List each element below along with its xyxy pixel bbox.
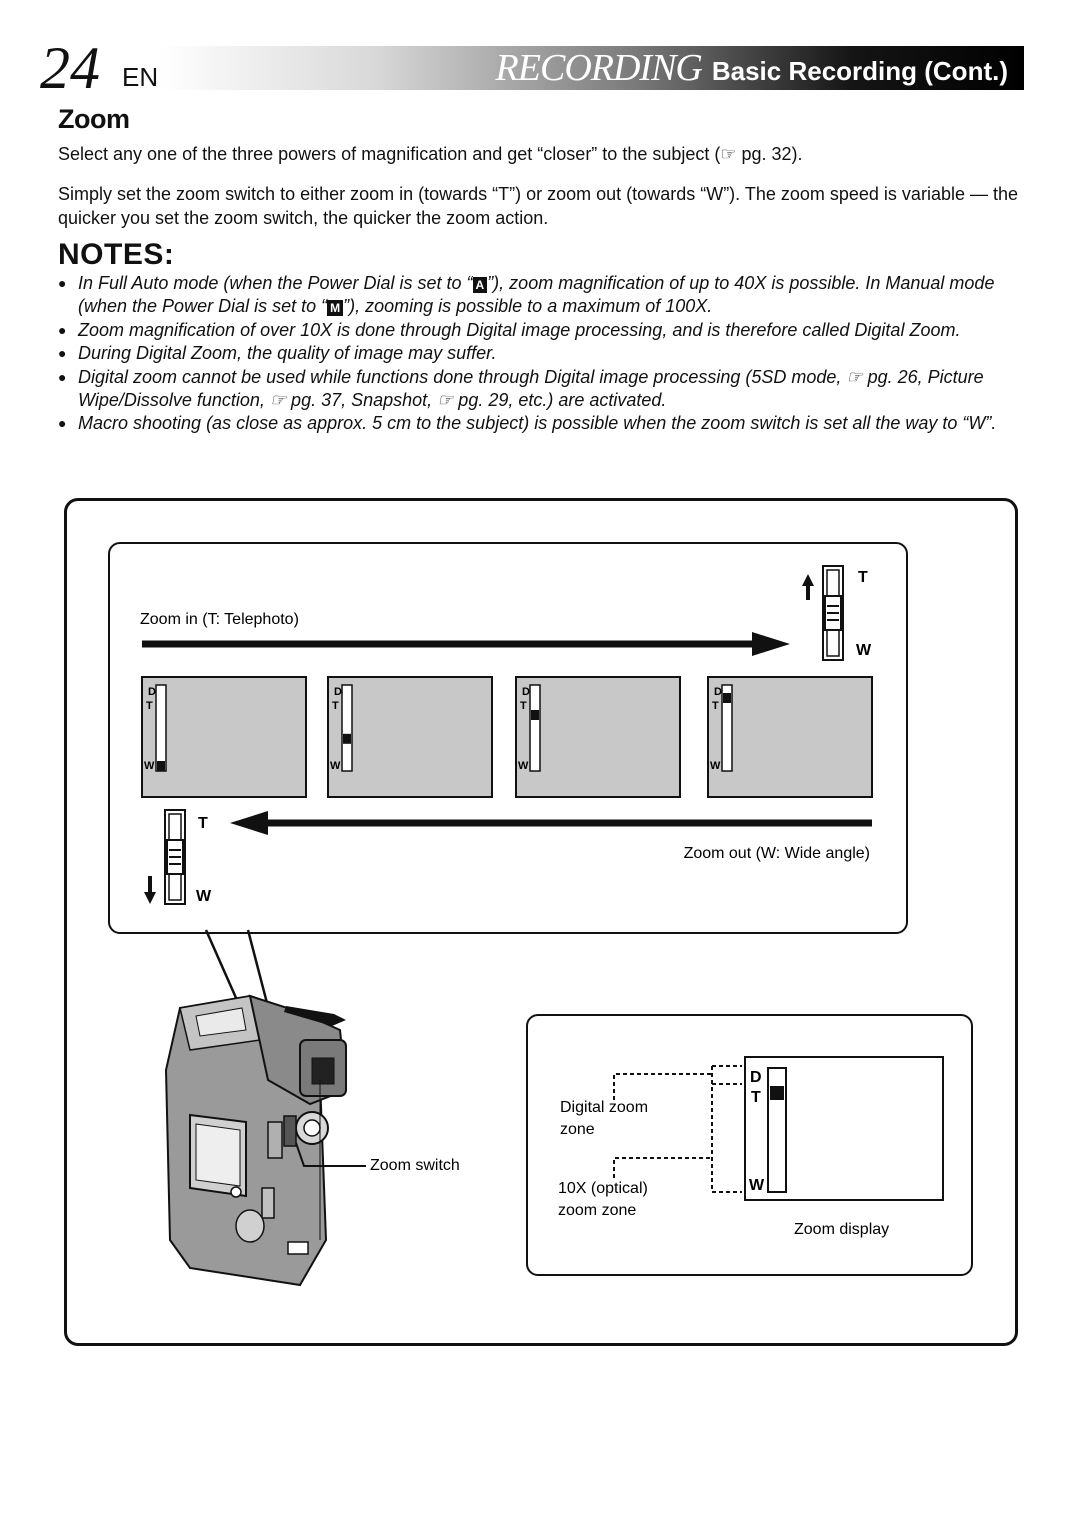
zoom-display-label: Zoom display: [794, 1221, 889, 1238]
note-item: ●During Digital Zoom, the quality of ima…: [58, 343, 497, 364]
zoom-switch-wide-icon: [164, 809, 186, 905]
optical-zone-label-1: 10X (optical): [558, 1180, 648, 1197]
indicator-d-label: D: [714, 686, 722, 698]
zoom-out-arrow-head: [230, 811, 268, 835]
intro-paragraph: Select any one of the three powers of ma…: [58, 144, 803, 164]
header-title: RECORDING Basic Recording (Cont.): [496, 46, 1008, 90]
indicator-w-label: W: [144, 760, 155, 772]
camcorder-illustration: [164, 994, 348, 1287]
zone-bracket-lines: [613, 1065, 742, 1193]
zoom-indicator-level: [723, 693, 731, 703]
zoom-indicator: [341, 684, 353, 772]
page-language: EN: [122, 62, 159, 92]
zoom-display-panel: [526, 1014, 973, 1276]
note-item: ●In Full Auto mode (when the Power Dial …: [58, 273, 995, 317]
indicator-d-label: D: [148, 686, 156, 698]
power-dial-m-icon: M: [327, 300, 344, 317]
indicator-d-label: D: [334, 686, 342, 698]
notes-list: ●In Full Auto mode (when the Power Dial …: [58, 272, 1023, 436]
indicator-t-label: T: [332, 700, 339, 712]
display-t-label: T: [751, 1089, 761, 1106]
zoom-in-arrow-head: [752, 632, 790, 656]
zoom-frame: DT W: [327, 676, 493, 798]
zoom-frame: DT W: [707, 676, 873, 798]
notes-heading: NOTES:: [58, 238, 175, 271]
zoom-out-label: Zoom out (W: Wide angle): [684, 845, 870, 862]
zoom-switch-paragraph: Simply set the zoom switch to either zoo…: [58, 184, 1018, 228]
indicator-t-label: T: [146, 700, 153, 712]
note-item: ●Macro shooting (as close as approx. 5 c…: [58, 413, 997, 434]
down-arrow-icon: [144, 892, 156, 904]
zoom-frame: DT W: [141, 676, 307, 798]
note-item: ●Zoom magnification of over 10X is done …: [58, 319, 961, 340]
power-dial-a-icon: A: [472, 277, 488, 293]
digital-zone-label-1: Digital zoom: [560, 1099, 648, 1116]
zoom-indicator-level: [343, 733, 351, 744]
display-d-label: D: [750, 1069, 762, 1086]
zoom-switch-tele-icon: [822, 565, 844, 661]
indicator-t-label: T: [712, 700, 719, 712]
indicator-t-label: T: [520, 700, 527, 712]
page-number: 24: [40, 35, 100, 101]
header-subsection: Basic Recording (Cont.): [711, 56, 1008, 86]
note-item: ●Digital zoom cannot be used while funct…: [58, 366, 984, 411]
slide-arrow-icon: [284, 1006, 346, 1026]
zoom-frame: DT W: [515, 676, 681, 798]
zoom-in-label: Zoom in (T: Telephoto): [140, 611, 299, 628]
switch-w-label: W: [856, 642, 872, 659]
indicator-w-label: W: [518, 760, 529, 772]
indicator-w-label: W: [330, 760, 341, 772]
indicator-w-label: W: [710, 760, 721, 772]
switch-t-label: T: [858, 569, 868, 586]
header-bar: [160, 46, 1024, 90]
zoom-indicator-level: [531, 710, 539, 720]
zoom-indicator: [721, 684, 733, 772]
zoom-indicator-level: [157, 761, 165, 771]
header-section: RECORDING: [495, 47, 703, 89]
digital-zone-label-2: zone: [560, 1121, 595, 1138]
switch-t-label-2: T: [198, 815, 208, 832]
switch-w-label-2: W: [196, 888, 212, 905]
zoom-indicator: [155, 684, 167, 772]
section-title: Zoom: [58, 104, 130, 134]
diagram-frame: [64, 498, 1018, 1346]
zoom-sequence-panel: [108, 542, 908, 934]
up-arrow-icon: [802, 574, 814, 586]
indicator-d-label: D: [522, 686, 530, 698]
zoom-indicator: [529, 684, 541, 772]
display-w-label: W: [749, 1177, 765, 1194]
optical-zone-label-2: zoom zone: [558, 1202, 636, 1219]
zoom-switch-label: Zoom switch: [370, 1157, 460, 1174]
